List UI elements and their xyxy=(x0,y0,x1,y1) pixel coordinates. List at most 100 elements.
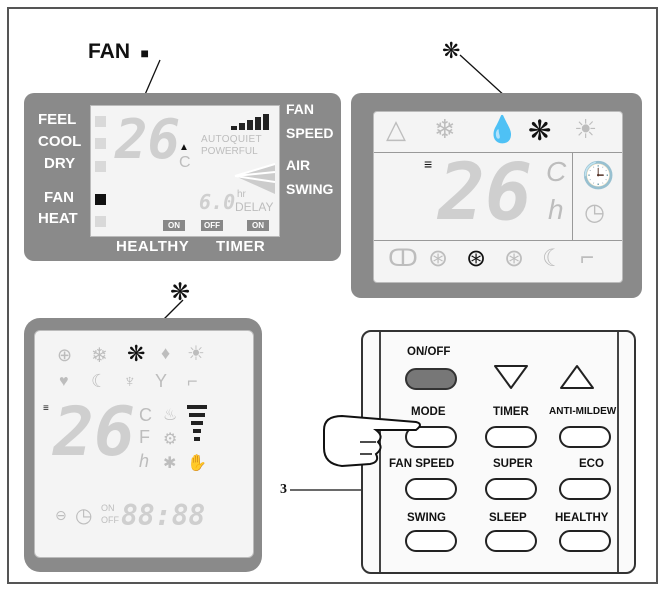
mode-label-dry: DRY xyxy=(44,155,76,172)
clock-display: 88:88 xyxy=(121,499,206,532)
auto-quiet-label: AUTOQUIET xyxy=(201,134,262,145)
anti-mildew-button[interactable] xyxy=(559,426,611,448)
mode-label-cool: COOL xyxy=(38,133,82,150)
fan-icon: ❋ xyxy=(442,38,461,63)
mode-label-feel: FEEL xyxy=(38,111,77,128)
anti-mildew-label: ANTI-MILDEW xyxy=(549,406,617,417)
mode-indicator-fan-active xyxy=(95,194,106,205)
auto-triangle-icon: △ xyxy=(386,114,406,144)
mode-button[interactable] xyxy=(405,426,457,448)
fan-callout-label: FAN xyxy=(88,40,130,63)
fan-speed-label: FAN SPEED xyxy=(389,458,455,470)
lcd-screen-3: ⊕ ❄ ❋ ♦ ☀ ♥ ☾ ♆ Y ⌐ ≡ 26 C F h ♨ ⚙ ✱ ✋ ⊖… xyxy=(34,330,254,558)
remote-control: ON/OFF MODE TIMER ANTI-MILDEW FAN SPEED … xyxy=(361,330,636,574)
clock-icon: ◷ xyxy=(75,505,93,527)
lcd-screen-1: 26 ▲ C AUTOQUIET POWERFUL 6.0 hr DELAY O… xyxy=(90,105,280,237)
unit-hour: h xyxy=(548,194,564,225)
fan-icon-active: ❋ xyxy=(127,341,146,366)
unit-celsius: C xyxy=(139,405,152,425)
sleep-button[interactable] xyxy=(485,530,537,552)
timer-off-box: OFF xyxy=(201,220,223,231)
fan-speed-bars xyxy=(231,112,271,130)
sleep-label: SLEEP xyxy=(489,512,527,524)
healthy-label: HEALTHY xyxy=(555,512,609,524)
fan-speed-button[interactable] xyxy=(405,478,457,500)
mode-indicator xyxy=(95,138,106,149)
unit-celsius: C xyxy=(546,156,567,187)
fan-icon: ❋ xyxy=(170,279,191,306)
on-off-label: ON/OFF xyxy=(407,346,451,358)
auto-fan-icon: ⊕ xyxy=(57,345,73,365)
swing-corner-icon: ⌐ xyxy=(187,371,198,391)
eco-icon: ⊖ xyxy=(55,507,67,523)
hand-icon: ✋ xyxy=(187,455,207,472)
snowflake-icon: ❄ xyxy=(91,345,108,367)
right-label-swing: SWING xyxy=(286,181,334,197)
healthy-label: HEALTHY xyxy=(116,238,190,255)
clock-outline-icon: ◷ xyxy=(584,199,605,226)
timer-up-button[interactable] xyxy=(559,364,595,390)
swing-label: SWING xyxy=(407,512,446,524)
plant-icon: ♆ xyxy=(123,371,137,391)
lcd-screen-2: △ ❄ 💧 ❋ ☀ ≡ 26 C h 🕒 ◷ ↀ ⊛ ⊛ ⊛ ☾ ⌐ xyxy=(373,111,623,283)
unit-fahrenheit: F xyxy=(139,427,150,447)
mode-indicator xyxy=(95,116,106,127)
timer-down-button[interactable] xyxy=(493,364,529,390)
sun-icon: ☀ xyxy=(187,343,205,365)
mode-label: MODE xyxy=(411,406,446,418)
water-drop-icon: 💧 xyxy=(486,114,519,144)
mode-indicator xyxy=(95,216,106,227)
sun-icon: ☀ xyxy=(574,114,598,144)
fan-high-icon: ⊛ xyxy=(504,245,525,272)
eco-button[interactable] xyxy=(559,478,611,500)
swing-vertical-icon: Y xyxy=(155,371,168,391)
eco-label: ECO xyxy=(579,458,604,470)
lcd-panel-3: ⊕ ❄ ❋ ♦ ☀ ♥ ☾ ♆ Y ⌐ ≡ 26 C F h ♨ ⚙ ✱ ✋ ⊖… xyxy=(24,318,262,572)
fan-mid-icon-active: ⊛ xyxy=(466,245,487,272)
gear-icon: ⚙ xyxy=(163,431,178,448)
unit-celsius: C xyxy=(179,154,191,171)
swirl-icon: ↀ xyxy=(388,245,418,272)
healthy-button[interactable] xyxy=(559,530,611,552)
temperature-display: 26 xyxy=(438,148,532,238)
delay-label: DELAY xyxy=(235,200,274,214)
sleep-person-icon: ♨ xyxy=(163,407,178,424)
wifi-icon: ≡ xyxy=(424,156,433,172)
callout-number: 3 xyxy=(280,482,287,497)
on-off-button[interactable] xyxy=(405,368,457,390)
swing-icon xyxy=(234,163,276,194)
triangle-icon: ▲ xyxy=(179,142,189,153)
timer-label: TIMER xyxy=(216,238,266,255)
clock-icon: 🕒 xyxy=(582,160,615,190)
temperature-display: 26 xyxy=(53,393,135,472)
fan-low-icon: ⊛ xyxy=(428,245,449,272)
unit-hour: h xyxy=(139,451,150,471)
divider xyxy=(374,152,622,153)
swing-button[interactable] xyxy=(405,530,457,552)
lcd-panel-2: △ ❄ 💧 ❋ ☀ ≡ 26 C h 🕒 ◷ ↀ ⊛ ⊛ ⊛ ☾ ⌐ xyxy=(351,93,642,298)
timer-button[interactable] xyxy=(485,426,537,448)
timer-off-label: OFF xyxy=(101,515,119,525)
fan-callout-marker: ■ xyxy=(140,45,149,61)
timer-on-box: ON xyxy=(247,220,269,231)
lcd-panel-1: FEEL COOL DRY FAN HEAT 26 ▲ C AUTOQUIET … xyxy=(24,93,341,261)
water-drop-icon: ♦ xyxy=(161,343,171,363)
right-label-speed: SPEED xyxy=(286,125,334,141)
pointing-hand-icon xyxy=(323,414,421,468)
snowflake-icon: ❄ xyxy=(434,114,456,144)
healthy-on-box: ON xyxy=(163,220,185,231)
powerful-label: POWERFUL xyxy=(201,146,258,157)
mode-label-fan: FAN xyxy=(44,189,74,206)
moon-icon: ☾ xyxy=(91,371,108,391)
sleep-moon-icon: ☾ xyxy=(542,245,564,272)
remote-edge xyxy=(379,332,381,572)
mode-indicator xyxy=(95,161,106,172)
fan-icon-active: ❋ xyxy=(528,115,552,146)
divider xyxy=(374,240,622,241)
delay-hr: hr xyxy=(237,189,246,200)
heart-icon: ♥ xyxy=(59,373,69,390)
divider xyxy=(572,152,573,240)
right-label-fan: FAN xyxy=(286,101,314,117)
super-button[interactable] xyxy=(485,478,537,500)
timer-on-label: ON xyxy=(101,503,115,513)
